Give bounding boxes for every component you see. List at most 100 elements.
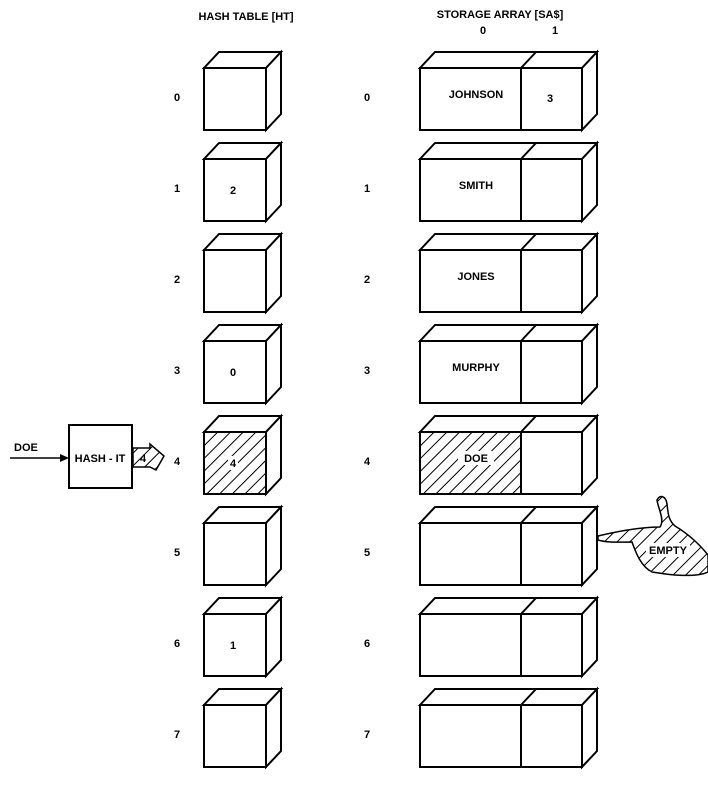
cube-front — [203, 340, 267, 404]
sa-record — [417, 595, 600, 679]
sa-row-index: 7 — [364, 729, 370, 741]
cube-front — [419, 340, 583, 404]
cube-top — [417, 51, 600, 69]
storage-array-row: 4 DOE — [364, 413, 600, 497]
ht-row-index: 1 — [174, 183, 180, 195]
cell-divider-top — [520, 415, 537, 433]
sa-record — [417, 231, 600, 315]
storage-array-row: 2 JONES — [364, 231, 600, 315]
ht-cell — [201, 686, 284, 770]
cube-top — [417, 142, 600, 160]
ht-row-index: 0 — [174, 92, 180, 104]
sa-record — [417, 686, 600, 770]
hash-table-row: 5 — [174, 504, 284, 588]
cube-front — [203, 67, 267, 131]
hash-table-row: 7 — [174, 686, 284, 770]
output-value: 4 — [140, 453, 147, 465]
cube-top — [417, 688, 600, 706]
storage-array-title: STORAGE ARRAY [SA$] — [437, 9, 564, 21]
sa-name-cell: MURPHY — [452, 362, 500, 374]
ht-cell — [201, 49, 284, 133]
ht-cell — [201, 231, 284, 315]
sa-row-index: 3 — [364, 365, 370, 377]
cube-top — [417, 324, 600, 342]
storage-array-row: 7 — [364, 686, 600, 770]
cell-divider-top — [520, 324, 537, 342]
label-backing — [228, 456, 238, 470]
cube-front — [419, 249, 583, 313]
sa-row-index: 0 — [364, 92, 370, 104]
sa-record — [417, 140, 600, 224]
cube-front — [203, 613, 267, 677]
output-arrow-icon — [132, 442, 165, 471]
storage-array-row: 6 — [364, 595, 600, 679]
storage-array-row: 5 — [364, 504, 600, 588]
hash-function: DOE HASH - IT 4 — [10, 424, 165, 489]
ht-row-index: 4 — [174, 456, 181, 468]
cube-top — [417, 597, 600, 615]
label-backing — [646, 543, 690, 557]
empty-label: EMPTY — [649, 545, 688, 557]
cube-front — [203, 704, 267, 768]
cube-top — [417, 233, 600, 251]
sa-row-index: 4 — [364, 456, 371, 468]
cube-front — [203, 249, 267, 313]
ht-cell-value: 1 — [230, 640, 236, 652]
cube-front — [419, 522, 583, 586]
sa-record — [417, 504, 600, 588]
storage-array-row: 3 MURPHY — [364, 322, 600, 406]
cell-divider-top — [520, 506, 537, 524]
sa-name-cell: SMITH — [459, 180, 493, 192]
storage-array-row: 0 JOHNSON 3 — [364, 49, 600, 133]
sa-name-cell: JONES — [457, 271, 494, 283]
ht-cell — [201, 504, 284, 588]
cube-front — [419, 613, 583, 677]
ht-cell — [201, 322, 284, 406]
cell-divider-top — [520, 233, 537, 251]
hash-it-label: HASH - IT — [75, 453, 126, 465]
sa-record — [417, 49, 600, 133]
sa-record — [417, 322, 600, 406]
column-header-1: 1 — [552, 25, 558, 37]
cube-front — [419, 704, 583, 768]
cell-divider-top — [520, 688, 537, 706]
input-label: DOE — [14, 442, 38, 454]
sa-link-cell: 3 — [547, 93, 553, 105]
hash-table-row: 2 — [174, 231, 284, 315]
hash-it-box — [68, 424, 133, 489]
cube-front — [419, 67, 583, 131]
column-header-0: 0 — [480, 25, 486, 37]
cube-front — [203, 158, 267, 222]
empty-pointer: EMPTY — [597, 495, 708, 577]
sa-name-cell: JOHNSON — [449, 89, 503, 101]
sa-row-index: 1 — [364, 183, 370, 195]
sa-name-cell: DOE — [464, 453, 488, 465]
cube-front — [419, 158, 583, 222]
sa-row-index: 2 — [364, 274, 370, 286]
cell-divider-top — [520, 51, 537, 69]
ht-row-index: 7 — [174, 729, 180, 741]
cube-front — [203, 522, 267, 586]
ht-cell-value: 0 — [230, 367, 236, 379]
label-backing — [458, 451, 494, 465]
cube-top — [417, 415, 600, 433]
ht-cell — [201, 413, 284, 497]
ht-cell-value: 2 — [230, 185, 236, 197]
hash-table-row: 0 — [174, 49, 284, 133]
sa-row-index: 5 — [364, 547, 370, 559]
pointing-hand-icon — [597, 495, 708, 577]
arrow-head-icon — [60, 454, 69, 462]
ht-row-index: 2 — [174, 274, 180, 286]
ht-cell — [201, 140, 284, 224]
ht-row-index: 3 — [174, 365, 180, 377]
cell-divider-top — [520, 142, 537, 160]
ht-cell-value: 4 — [230, 458, 237, 470]
ht-cell — [201, 595, 284, 679]
ht-row-index: 6 — [174, 638, 180, 650]
